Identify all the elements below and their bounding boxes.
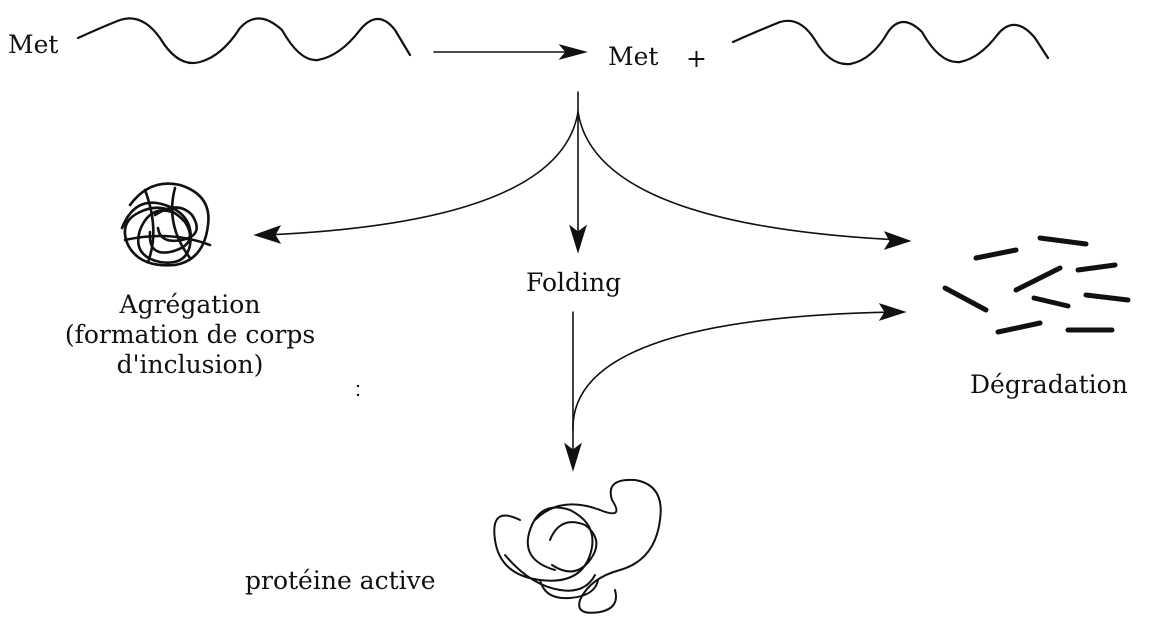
polypeptide-chain-left (76, 17, 412, 65)
label-plus: + (686, 44, 707, 73)
label-degradation: Dégradation (970, 370, 1128, 399)
cleavage-arrow-head (558, 44, 588, 60)
aggregate-scribble (120, 182, 212, 267)
arrow-to-agregation-head (253, 225, 282, 244)
polypeptide-chain-right (731, 19, 1050, 66)
label-met-right: Met (608, 42, 659, 71)
arrow-to-degradation-upper (577, 111, 901, 241)
arrow-to-folding-head (569, 224, 587, 254)
arrow-to-degradation-lower (572, 311, 896, 431)
active-protein-loops (493, 478, 662, 614)
arrow-to-degradation-lower-head (878, 303, 907, 321)
scan-dot (356, 384, 360, 388)
label-proteine-active: protéine active (245, 566, 436, 595)
arrow-to-active-protein-head (564, 442, 582, 472)
arrow-to-agregation (265, 111, 579, 236)
label-agregation: Agrégation (formation de corps d'inclusi… (50, 290, 330, 380)
degradation-fragments (942, 235, 1131, 335)
arrow-to-degradation-upper-head (883, 231, 912, 250)
label-agregation-line2: (formation de corps (64, 320, 316, 349)
label-met-left: Met (8, 30, 59, 59)
label-folding: Folding (526, 268, 622, 297)
label-agregation-line3: d'inclusion) (116, 350, 264, 379)
scan-dot (356, 393, 360, 397)
label-agregation-line1: Agrégation (119, 290, 261, 319)
